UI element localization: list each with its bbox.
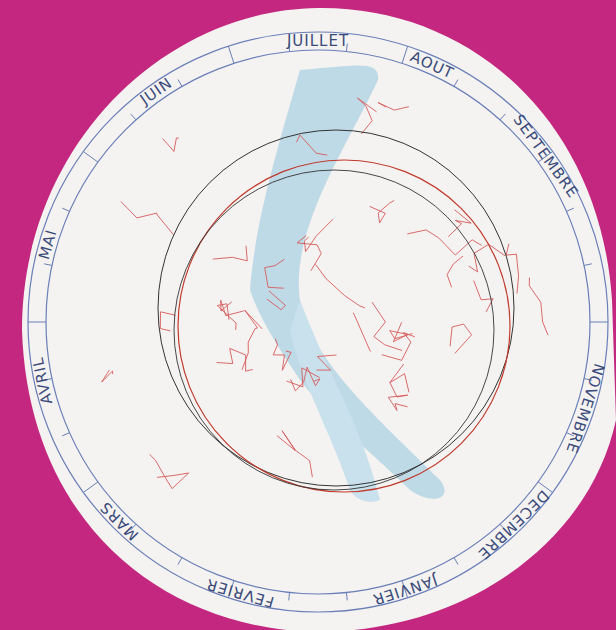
constellation	[213, 246, 248, 261]
constellation	[242, 310, 262, 370]
month-label: JANVIER	[371, 572, 440, 607]
month-label: AVRIL	[31, 355, 56, 405]
constellation	[448, 210, 471, 237]
constellation	[378, 103, 409, 111]
constellation	[353, 313, 370, 352]
constellation	[390, 322, 413, 341]
tick	[228, 46, 234, 63]
constellation	[450, 324, 472, 353]
tick	[62, 433, 69, 436]
tick	[62, 208, 69, 211]
constellation	[388, 383, 407, 410]
month-label: JUIN	[138, 76, 175, 108]
month-label: AOUT	[408, 49, 456, 81]
constellation	[102, 370, 113, 382]
constellation	[372, 302, 402, 350]
tick	[28, 322, 46, 323]
inner-ring	[46, 50, 590, 594]
tick	[346, 593, 348, 601]
constellation	[273, 339, 291, 371]
tick	[44, 264, 52, 266]
month-label: SEPTEMBRE	[510, 112, 580, 201]
tick	[454, 80, 458, 87]
constellation	[390, 364, 409, 392]
tick	[500, 114, 505, 120]
constellation	[217, 348, 253, 371]
constellation	[358, 98, 377, 134]
constellation	[447, 256, 463, 287]
constellation	[407, 230, 481, 255]
horizon-circle-black-2	[174, 170, 494, 490]
constellation	[291, 367, 320, 391]
month-label: DECEMBRE	[475, 487, 552, 562]
constellation	[316, 264, 365, 308]
constellation	[529, 278, 548, 336]
constellation	[121, 201, 174, 234]
constellation	[304, 219, 333, 251]
tick	[178, 558, 182, 565]
tick	[454, 558, 458, 565]
constellation-lines	[102, 98, 548, 489]
paper-disc	[22, 8, 616, 630]
tick	[83, 152, 98, 163]
constellation	[287, 368, 320, 387]
constellation	[265, 259, 285, 288]
constellation	[296, 135, 327, 155]
constellation	[150, 454, 189, 488]
tick	[402, 46, 408, 63]
month-label: NOVEMBRE	[564, 362, 607, 456]
tick	[566, 208, 573, 211]
constellation	[163, 138, 179, 152]
constellation	[267, 291, 286, 310]
constellation	[217, 304, 236, 330]
tick	[590, 322, 608, 323]
milky-way-branch	[290, 300, 380, 502]
constellation	[160, 312, 175, 331]
date-ticks	[28, 44, 608, 601]
constellation	[297, 236, 321, 271]
tick	[131, 114, 136, 120]
month-label: MARS	[97, 499, 141, 543]
outer-ring	[28, 32, 608, 612]
tick	[584, 264, 592, 266]
month-label: JUILLET	[287, 34, 349, 49]
constellation	[277, 431, 313, 477]
tick	[288, 593, 290, 601]
constellation	[316, 355, 336, 370]
constellation	[382, 333, 415, 361]
month-label: MAI	[36, 228, 59, 262]
constellation	[221, 300, 244, 315]
tick	[178, 80, 182, 87]
constellation	[370, 200, 394, 223]
tick	[83, 482, 98, 493]
month-label: FEVRIER	[205, 575, 277, 609]
